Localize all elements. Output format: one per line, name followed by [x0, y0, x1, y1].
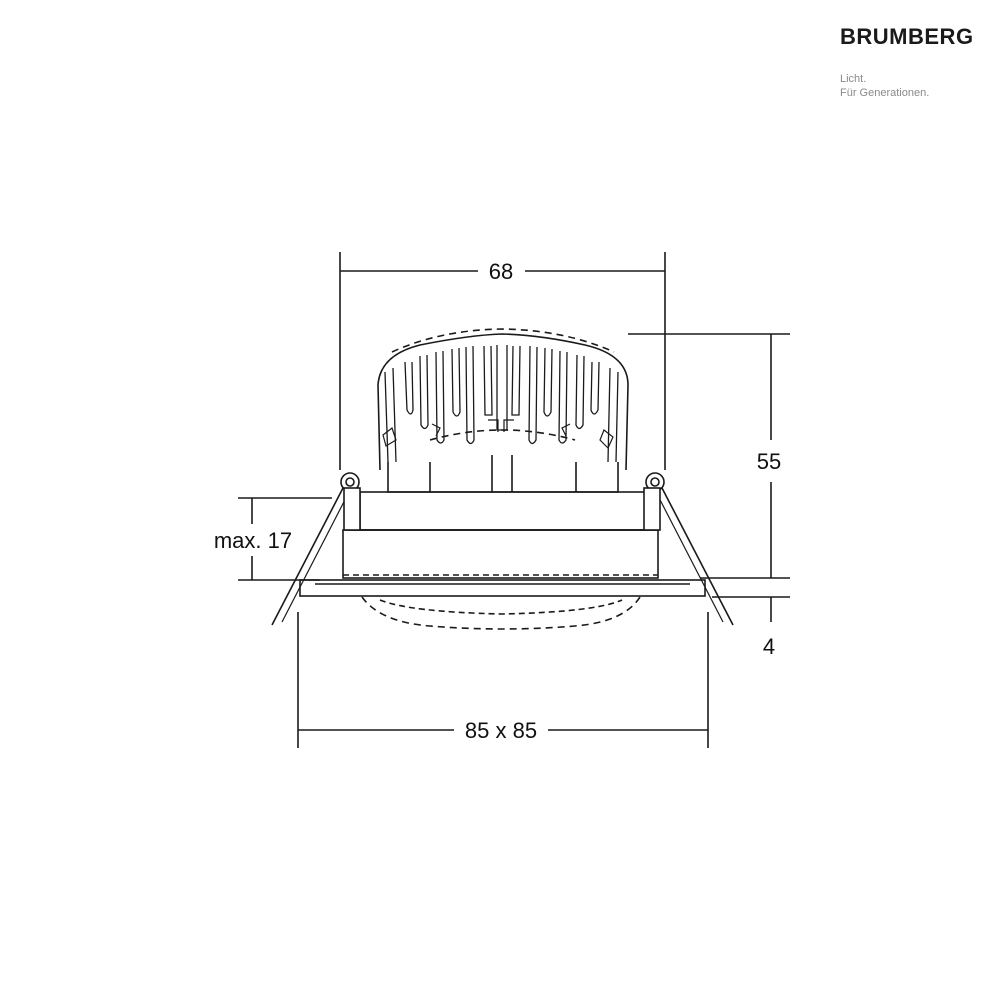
lens-dashed — [361, 596, 641, 630]
brand-block: BRUMBERG Licht. Für Generationen. — [840, 24, 974, 100]
flange-frame — [299, 579, 706, 597]
mounting-clips — [382, 419, 614, 450]
dimension-label: 68 — [489, 259, 513, 284]
dimension-label: 85 x 85 — [465, 718, 537, 743]
housing-body — [342, 529, 659, 579]
luminaire-body — [299, 328, 706, 630]
brand-logo-text: BRUMBERG — [840, 24, 974, 49]
dimension-label: 4 — [763, 634, 775, 659]
dimension-label: max. 17 — [214, 528, 292, 553]
dimension-frame-size: 85 x 85 — [297, 612, 709, 748]
mounting-ring — [359, 491, 647, 531]
heatsink-base — [387, 462, 619, 493]
brand-tagline: Licht. Für Generationen. — [840, 72, 974, 100]
dimension-top-width: 68 — [339, 252, 666, 470]
brand-tagline-line1: Licht. — [840, 73, 867, 85]
dimension-label: 55 — [757, 449, 781, 474]
dimension-height: 55 — [628, 333, 790, 598]
brand-tagline-line2: Für Generationen. — [840, 87, 930, 99]
heatsink-outline — [377, 333, 629, 471]
dimension-max-depth: max. 17 — [214, 497, 332, 581]
spring-clip-left — [271, 472, 361, 626]
heatsink-dome-dashed — [391, 328, 615, 353]
spring-clip-right — [643, 472, 734, 626]
dimension-flange-thickness: 4 — [763, 597, 775, 659]
inner-arc-dashed — [429, 429, 576, 441]
cooling-fins — [384, 345, 619, 463]
